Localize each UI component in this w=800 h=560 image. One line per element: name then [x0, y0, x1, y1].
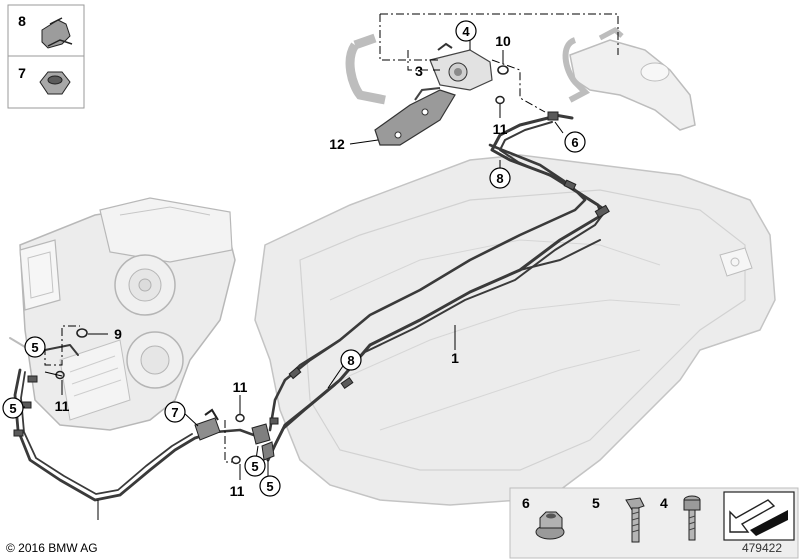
pipe-connectors	[13, 111, 610, 437]
legend-bottom-number-6: 6	[522, 495, 530, 511]
callout-11-center-top-label: 11	[233, 379, 248, 395]
callout-4-label: 4	[462, 24, 470, 39]
callout-11-center-bottom-label: 11	[230, 483, 245, 499]
valve-clip-7	[194, 408, 221, 441]
vehicle-underbody-panel	[254, 154, 776, 506]
callout-5-center-a-label: 5	[251, 459, 258, 474]
seal-ring-11-top	[495, 95, 505, 105]
leader-lines	[15, 13, 619, 520]
callout-6-top-label: 6	[571, 135, 578, 150]
callout-4: 4	[455, 20, 477, 42]
callout-11-left: 11	[55, 398, 70, 414]
direction-arrow-icon	[723, 491, 795, 541]
callout-11-top-label: 11	[493, 121, 508, 137]
callout-5-left-top: 5	[24, 336, 46, 358]
copyright-notice: © 2016 BMW AG	[6, 541, 98, 555]
callout-7-center: 7	[164, 401, 186, 423]
hex-bolt-icon	[625, 497, 645, 543]
legend-top-left: 8 7	[7, 4, 85, 109]
callout-9: 9	[114, 326, 122, 342]
hose-clip-icon	[41, 17, 73, 49]
heater-housing	[19, 197, 236, 431]
callout-11-left-label: 11	[55, 398, 70, 414]
callout-10-label: 10	[495, 33, 511, 49]
coolant-expansion-tank	[562, 26, 696, 131]
callout-12-label: 12	[329, 136, 345, 152]
legend-bottom-number-5: 5	[592, 495, 600, 511]
callout-1: 1	[451, 350, 459, 366]
callout-5-left-top-label: 5	[31, 340, 38, 355]
callout-8-top-label: 8	[496, 171, 503, 186]
coolant-hose-upper	[345, 33, 386, 105]
callout-1-label: 1	[451, 350, 459, 366]
callout-8-mid-label: 8	[347, 353, 354, 368]
callout-3: 3	[415, 63, 423, 79]
hex-nut-icon	[39, 71, 71, 95]
socket-bolt-icon	[683, 495, 701, 541]
callout-11-center-bottom: 11	[230, 483, 245, 499]
seal-ring-10	[497, 65, 509, 75]
callout-6-top: 6	[564, 131, 586, 153]
callout-11-center-top: 11	[233, 379, 248, 395]
callout-8-top: 8	[489, 167, 511, 189]
callout-5-center-b: 5	[259, 475, 281, 497]
mounting-bracket	[374, 87, 456, 146]
callout-12: 12	[329, 136, 345, 152]
callout-3-label: 3	[415, 63, 423, 79]
callout-5-center-b-label: 5	[266, 479, 273, 494]
image-number: 479422	[742, 541, 782, 555]
callout-10: 10	[495, 33, 511, 49]
collar-nut-icon	[535, 511, 565, 540]
callout-7-center-label: 7	[171, 405, 178, 420]
legend-bottom-number-4: 4	[660, 495, 668, 511]
callout-9-label: 9	[114, 326, 122, 342]
callout-8-mid: 8	[340, 349, 362, 371]
legend-top-number-7: 7	[18, 65, 26, 81]
callout-11-top: 11	[493, 121, 508, 137]
legend-top-number-8: 8	[18, 13, 26, 29]
legend-bottom-right: 6 5 4 479422	[509, 487, 799, 559]
callout-5-left-bottom: 5	[2, 397, 24, 419]
seal-ring-9	[76, 328, 88, 338]
clamp-5-center	[251, 423, 275, 461]
electric-valve-assembly	[429, 42, 493, 91]
callout-5-center-a: 5	[244, 455, 266, 477]
callout-5-left-bottom-label: 5	[9, 401, 16, 416]
